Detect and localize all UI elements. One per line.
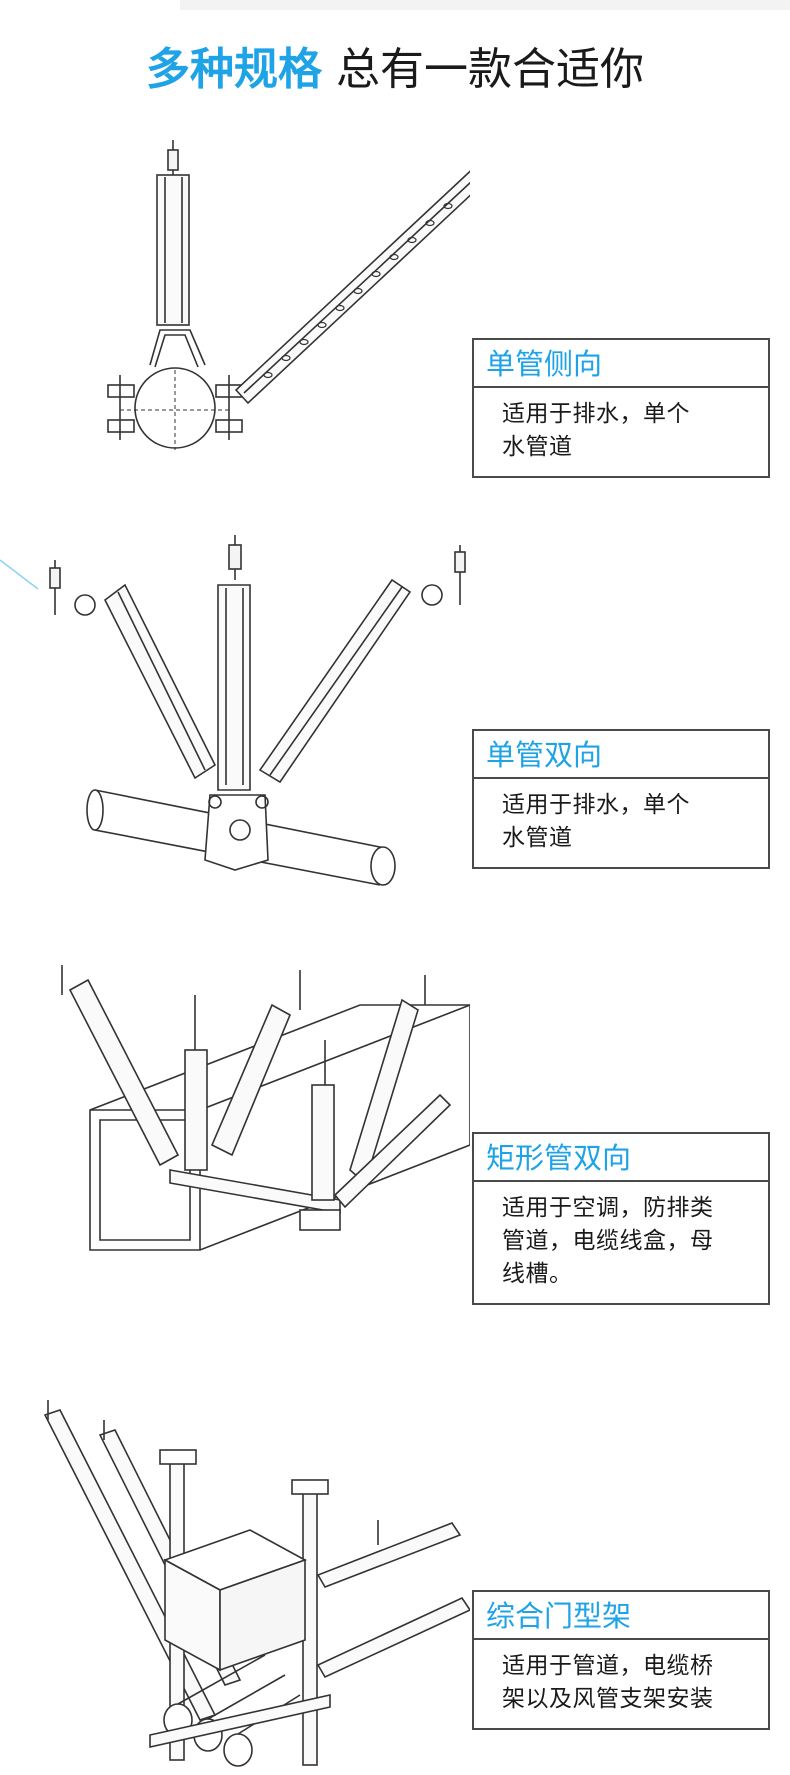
illustration-rect-duct: [61, 965, 470, 1251]
card-description: 适用于排水，单个 水管道: [474, 388, 768, 476]
card-title: 矩形管双向: [474, 1134, 768, 1182]
card-desc-line: 架以及风管支架安装: [502, 1686, 714, 1712]
card-desc-line: 线槽。: [502, 1261, 573, 1287]
product-card-3: 矩形管双向 适用于空调，防排类 管道，电缆线盒，母 线槽。: [472, 1132, 770, 1305]
illustration-single-lateral: [107, 140, 470, 450]
card-description: 适用于空调，防排类 管道，电缆线盒，母 线槽。: [474, 1182, 768, 1303]
illustration-single-bidirectional: [49, 535, 466, 886]
card-desc-line: 管道，电缆线盒，母: [502, 1228, 714, 1254]
headline-accent: 多种规格: [146, 44, 322, 95]
card-desc-line: 适用于排水，单个: [502, 792, 690, 818]
card-title: 单管双向: [474, 731, 768, 779]
card-description: 适用于管道，电缆桥 架以及风管支架安装: [474, 1640, 768, 1728]
decorative-line: [0, 559, 39, 590]
card-desc-line: 水管道: [502, 434, 573, 460]
card-title: 单管侧向: [474, 340, 768, 388]
product-card-4: 综合门型架 适用于管道，电缆桥 架以及风管支架安装: [472, 1590, 770, 1730]
card-title: 综合门型架: [474, 1592, 768, 1640]
card-desc-line: 适用于排水，单个: [502, 401, 690, 427]
card-desc-line: 适用于空调，防排类: [502, 1195, 714, 1221]
card-desc-line: 水管道: [502, 825, 573, 851]
product-card-1: 单管侧向 适用于排水，单个 水管道: [472, 338, 770, 478]
card-desc-line: 适用于管道，电缆桥: [502, 1653, 714, 1679]
card-description: 适用于排水，单个 水管道: [474, 779, 768, 867]
top-strip: [180, 0, 790, 10]
page-headline: 多种规格总有一款合适你: [0, 40, 790, 100]
illustration-portal-frame: [43, 1400, 470, 1767]
product-card-2: 单管双向 适用于排水，单个 水管道: [472, 729, 770, 869]
headline-rest: 总有一款合适你: [336, 44, 644, 95]
